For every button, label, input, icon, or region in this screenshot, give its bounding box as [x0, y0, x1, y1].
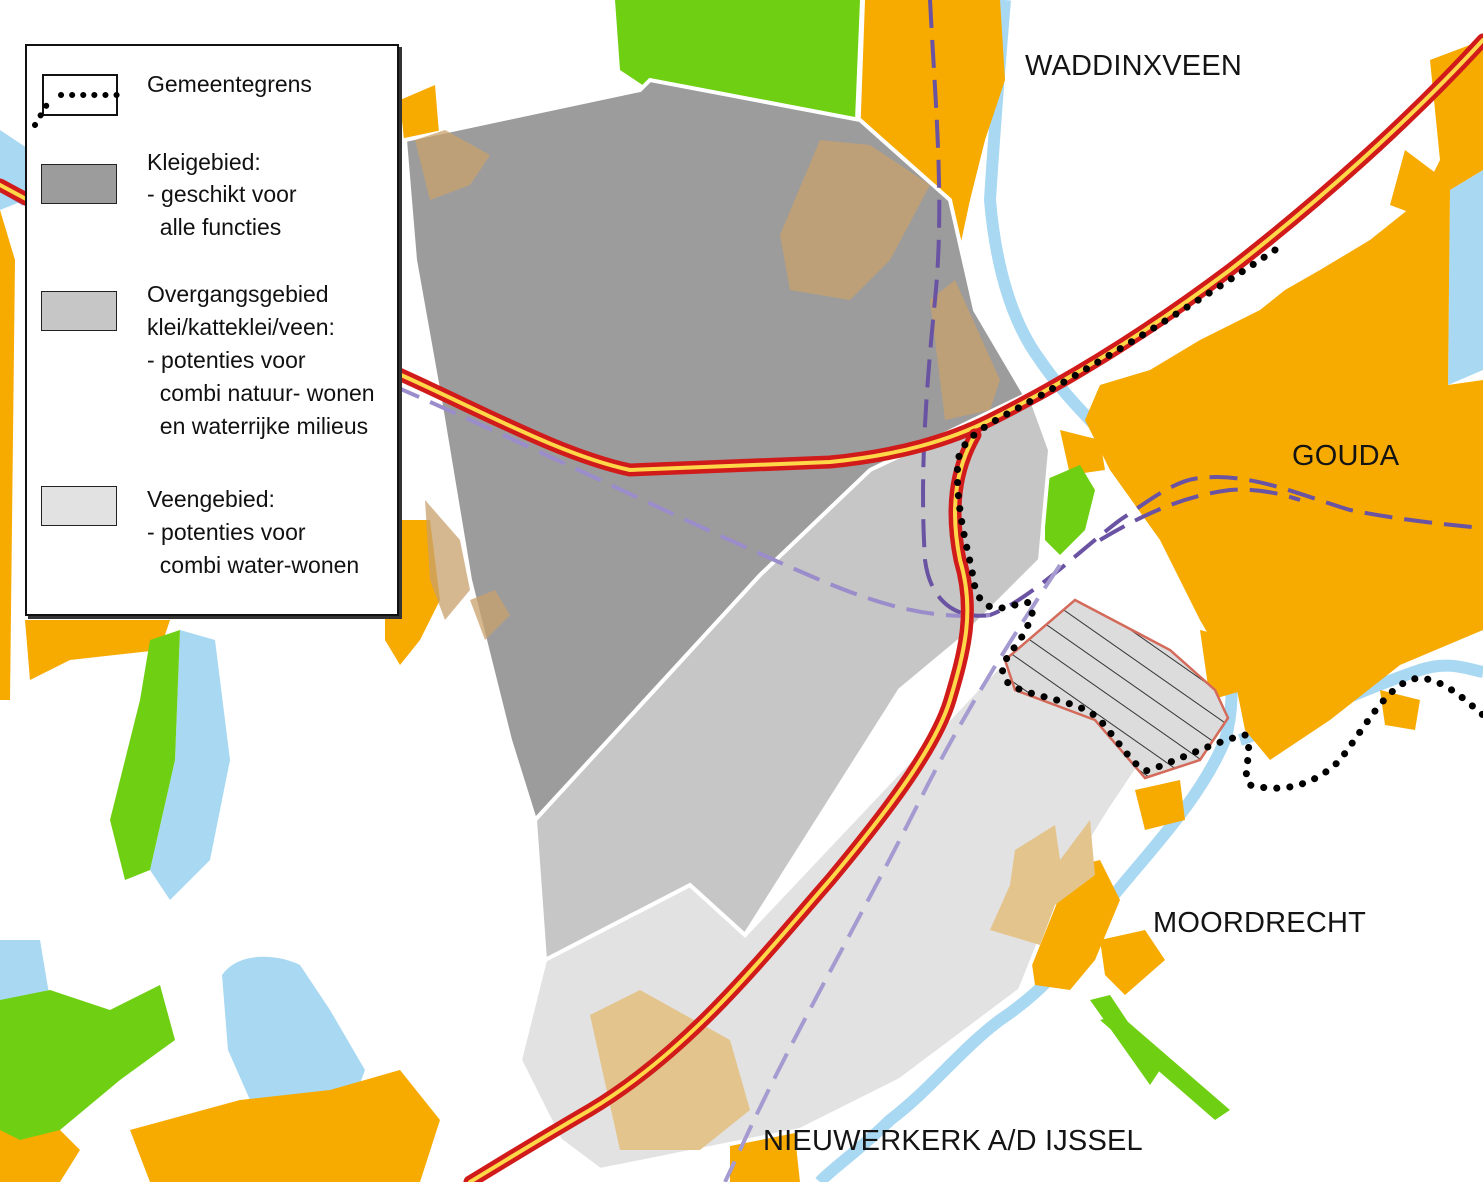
lake-southwest [222, 956, 365, 1120]
legend-label-clay: Kleigebied: [147, 149, 261, 175]
rail-south [723, 563, 1062, 1182]
rail-branch [1098, 487, 1301, 542]
lake-east [1448, 170, 1483, 385]
place-label-waddinxveen: WADDINXVEEN [1025, 50, 1243, 82]
place-label-moordrecht: MOORDRECHT [1153, 907, 1367, 939]
legend-desc-transition: - potenties voor combi natuur- wonen en … [147, 347, 375, 439]
legend-desc-clay: - geschikt voor alle functies [147, 181, 297, 240]
rail-west [0, 188, 991, 618]
urban-overlays [415, 130, 1000, 640]
transition-area-swatch [41, 291, 117, 331]
road-n207-inner [468, 433, 977, 1182]
river-hollandse-ijssel [815, 0, 1238, 1182]
soil-zones [402, 77, 1153, 1173]
legend-label-boundary: Gemeentegrens [147, 71, 312, 97]
map-legend: Gemeentegrens Kleigebied: - geschikt voo… [25, 44, 399, 616]
peat-area-swatch [41, 486, 117, 526]
clay-area-swatch [41, 164, 117, 204]
municipal-boundary [953, 246, 1483, 792]
legend-label-transition: Overgangsgebied klei/katteklei/veen: [147, 281, 335, 340]
urban-overlays-peat [590, 820, 1095, 1150]
rail-north-south [921, 0, 1483, 618]
place-label-nieuwerkerk: NIEUWERKERK A/D IJSSEL [763, 1125, 1143, 1157]
hatched-development-area[interactable] [1003, 598, 1230, 780]
dotted-boundary-icon [32, 74, 124, 128]
legend-label-peat: Veengebied: [147, 486, 275, 512]
legend-desc-peat: - potenties voor combi water-wonen [147, 519, 360, 578]
nature-areas [0, 0, 1230, 1140]
place-label-gouda: GOUDA [1292, 440, 1400, 472]
water-west-channel [150, 630, 230, 900]
